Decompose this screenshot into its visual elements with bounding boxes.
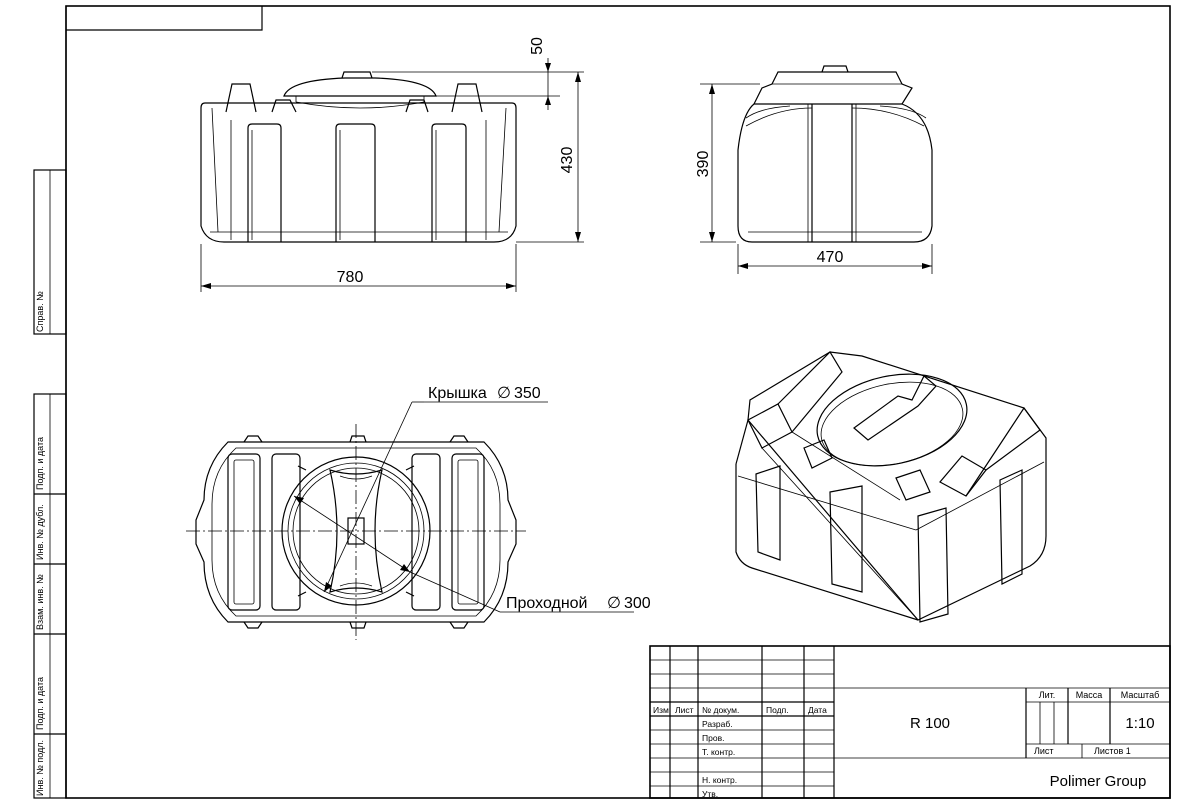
company-name: Polimer Group: [1050, 773, 1147, 790]
isometric-view: [735, 351, 1047, 623]
col-date: Дата: [808, 705, 827, 715]
side-dimensions: 390 470: [695, 83, 933, 274]
scale-label: Масштаб: [1121, 690, 1160, 700]
side-strip-ref-no: Справ. №: [35, 291, 45, 332]
front-dimensions: 50 430 780: [200, 37, 584, 292]
lid-callout-symbol: ∅: [497, 385, 511, 402]
dim-side-width: 470: [817, 249, 844, 266]
dim-side-height: 390: [695, 151, 712, 178]
scale-value: 1:10: [1125, 715, 1154, 732]
col-signature: Подп.: [766, 705, 789, 715]
manhole-callout-symbol: ∅: [607, 595, 621, 612]
mass-label: Масса: [1076, 690, 1103, 700]
side-strip-sign-date-1: Подп. и дата: [35, 437, 45, 490]
role-approved: Утв.: [702, 789, 718, 799]
side-strip-sign-date-2: Подп. и дата: [35, 677, 45, 730]
role-checked: Пров.: [702, 733, 724, 743]
designation: R 100: [910, 715, 950, 732]
sheets-label: Листов 1: [1094, 746, 1131, 756]
side-strip-orig-inv: Инв. № подл.: [35, 740, 45, 796]
col-change: Изм.: [653, 705, 671, 715]
manhole-callout-label: Проходной: [506, 595, 588, 612]
lid-callout-label: Крышка: [428, 385, 487, 402]
title-block: Изм. Лист № докум. Подп. Дата Разраб. Пр…: [649, 645, 1171, 799]
front-view: [200, 71, 517, 243]
side-strip: Справ. № Подп. и дата Инв. № дубл. Взам.…: [33, 169, 67, 799]
col-doc-no: № докум.: [702, 705, 739, 715]
dim-lid-height: 50: [529, 37, 546, 55]
manhole-callout: Проходной ∅ 300: [506, 595, 651, 612]
manhole-callout-value: 300: [624, 595, 651, 612]
sheet-label: Лист: [1034, 746, 1054, 756]
side-strip-dup-inv: Инв. № дубл.: [35, 504, 45, 560]
dim-front-length: 780: [337, 269, 364, 286]
role-tech-control: Т. контр.: [702, 747, 735, 757]
lid-callout: Крышка ∅ 350: [428, 385, 541, 402]
col-sheet: Лист: [675, 705, 694, 715]
role-norm-control: Н. контр.: [702, 775, 737, 785]
lid-callout-value: 350: [514, 385, 541, 402]
lit-label: Лит.: [1039, 690, 1056, 700]
side-strip-repl-inv: Взам. инв. №: [35, 574, 45, 630]
top-view: [186, 401, 634, 640]
dim-front-height: 430: [559, 147, 576, 174]
role-developer: Разраб.: [702, 719, 733, 729]
side-view: [737, 65, 933, 243]
